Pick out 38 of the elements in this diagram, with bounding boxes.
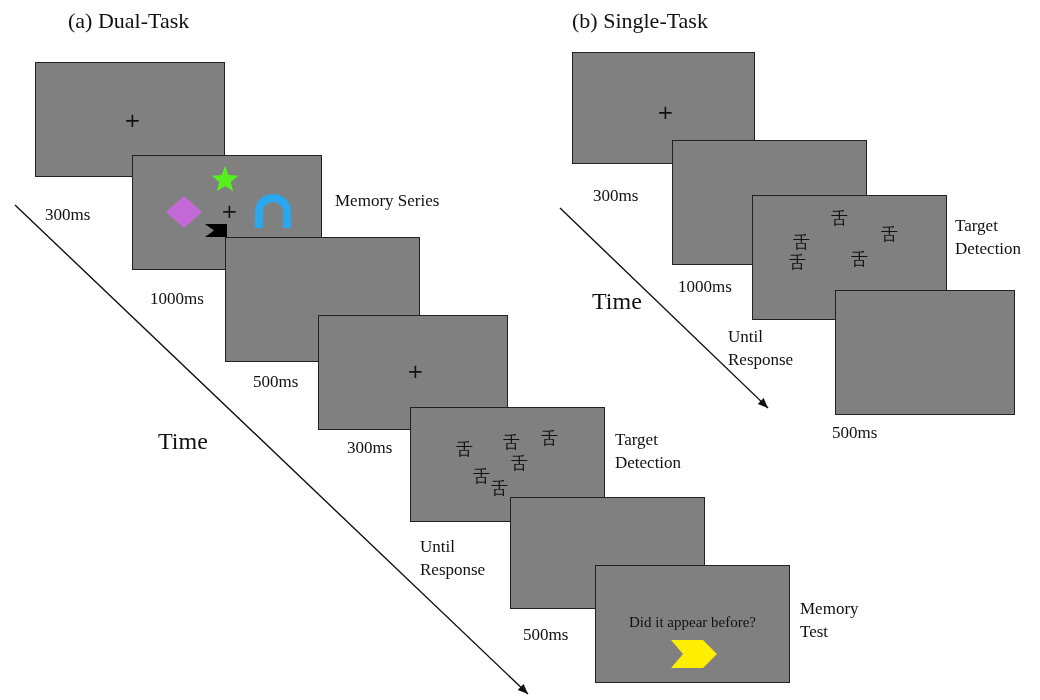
caption-text: 1000ms — [150, 288, 204, 310]
target-character: 舌 — [456, 441, 473, 458]
target-character: 舌 — [881, 226, 898, 243]
target-character: 舌 — [491, 480, 508, 497]
caption-text: Memory Test — [800, 598, 860, 643]
fixation-cross: + — [407, 360, 424, 383]
caption-text: 300ms — [45, 204, 91, 226]
question-text: Did it appear before? — [628, 614, 757, 632]
target-character: 舌 — [473, 468, 490, 485]
target-character: 舌 — [851, 251, 868, 268]
panel-title: (a) Dual-Task — [68, 8, 190, 34]
screen — [595, 565, 790, 683]
caption-text: 1000ms — [678, 276, 732, 298]
target-character: 舌 — [789, 254, 806, 271]
caption-text: Target Detection — [955, 215, 1023, 260]
target-character: 舌 — [831, 210, 848, 227]
caption-text: Until Response — [420, 536, 487, 581]
target-character: 舌 — [541, 430, 558, 447]
panel-title: (b) Single-Task — [572, 8, 708, 34]
caption-text: 500ms — [253, 371, 299, 393]
screen — [572, 52, 755, 164]
blank-screen — [835, 290, 1015, 415]
screen — [35, 62, 225, 177]
caption-text: 300ms — [593, 185, 639, 207]
axis-label: Time — [592, 288, 642, 316]
caption-text: 500ms — [523, 624, 569, 646]
caption-text: Until Response — [728, 326, 795, 371]
caption-text: 500ms — [832, 422, 878, 444]
fixation-cross: + — [124, 109, 141, 132]
target-character: 舌 — [503, 434, 520, 451]
caption-text: Memory Series — [335, 190, 440, 212]
caption-text: 300ms — [347, 437, 393, 459]
target-character: 舌 — [793, 234, 810, 251]
fixation-cross: + — [657, 101, 674, 124]
axis-label: Time — [158, 428, 208, 456]
target-character: 舌 — [511, 455, 528, 472]
caption-text: Target Detection — [615, 429, 683, 474]
fixation-cross: + — [221, 200, 238, 223]
